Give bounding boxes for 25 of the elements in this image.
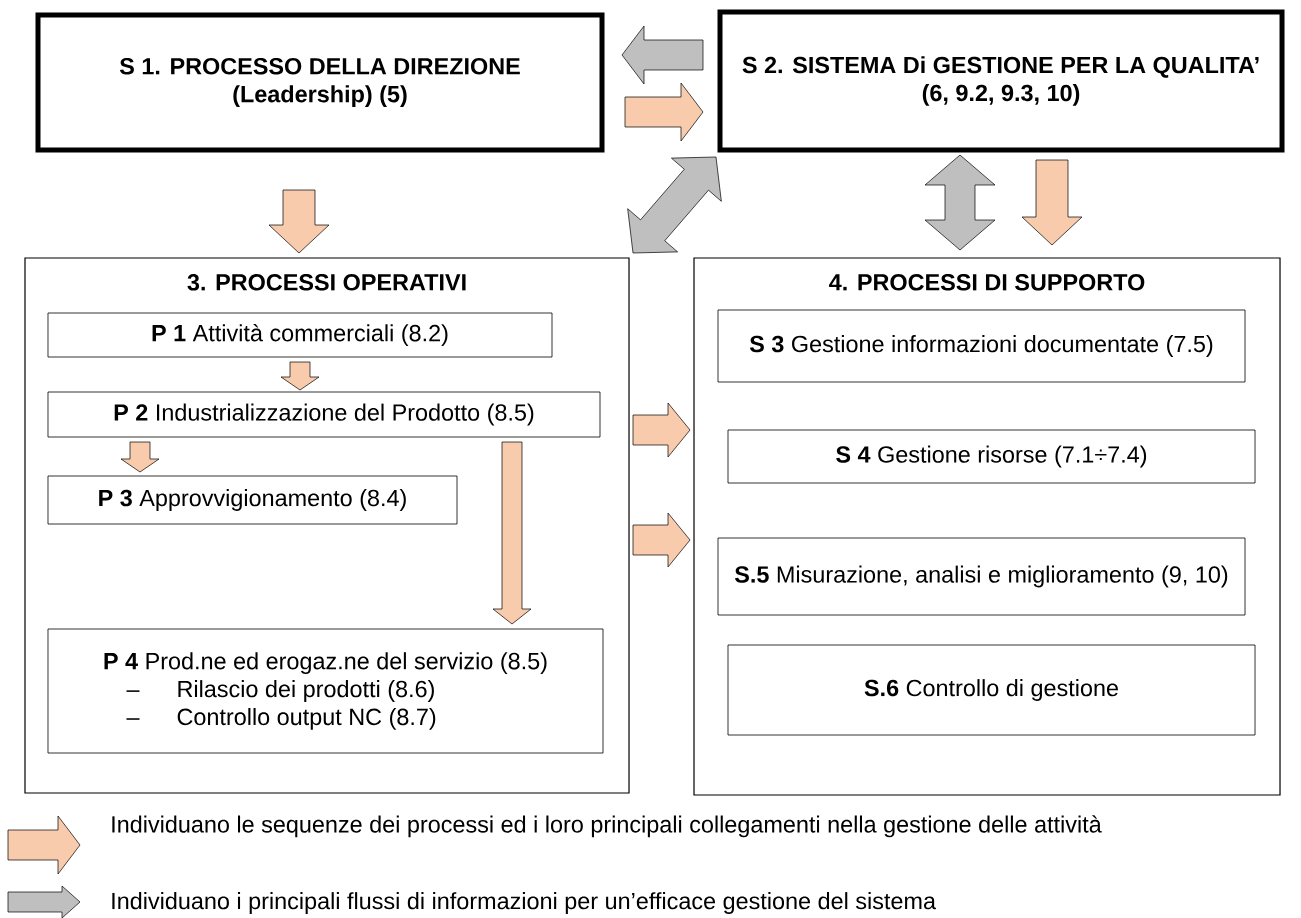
block-arrow <box>632 512 691 568</box>
block-arrow <box>627 156 722 254</box>
block-arrow <box>280 361 320 391</box>
process-box: S 4 Gestione risorse (7.1÷7.4) <box>727 429 1256 484</box>
bullet-dash: – <box>126 718 140 720</box>
block-arrow <box>492 441 532 625</box>
process-box: S.5 Misurazione, analisi e miglioramento (9, 10) <box>717 537 1246 616</box>
block-arrow <box>120 441 160 473</box>
title-box: S 2. SISTEMA Di GESTIONE PER LA QUALITA’ (6, 9.2, 9.3, 10) <box>717 9 1285 153</box>
block-arrow <box>632 402 691 458</box>
bullet-dash: – <box>126 690 140 692</box>
block-arrow <box>1021 159 1083 246</box>
block-arrow <box>268 189 330 254</box>
block-arrow <box>624 82 704 142</box>
block-arrow <box>621 25 704 85</box>
block-arrow <box>924 154 996 251</box>
title-box: S 1. PROCESSO DELLA DIREZIONE (Leadership) (5) <box>35 12 605 153</box>
process-box: P 3 Approvvigionamento (8.4) <box>47 475 458 525</box>
process-box: S 3 Gestione informazioni documentate (7.5) <box>717 309 1246 383</box>
legend-text: Individuano le sequenze dei processi ed i loro principali collegamenti nella gestione delle attività <box>112 815 1102 838</box>
legend-text: Individuano i principali flussi di informazioni per un’efficace gestione del sistema <box>112 892 936 914</box>
process-box: P 4 Prod.ne ed erogaz.ne del servizio (8.5) – Rilascio dei prodotti (8.6) – Controllo output NC (8.7) <box>47 628 604 754</box>
process-box: P 2 Industrializzazione del Prodotto (8.5) <box>47 391 601 438</box>
process-box: P 1 Attività commerciali (8.2) <box>47 312 553 358</box>
process-box: S.6 Controllo di gestione <box>727 644 1256 736</box>
